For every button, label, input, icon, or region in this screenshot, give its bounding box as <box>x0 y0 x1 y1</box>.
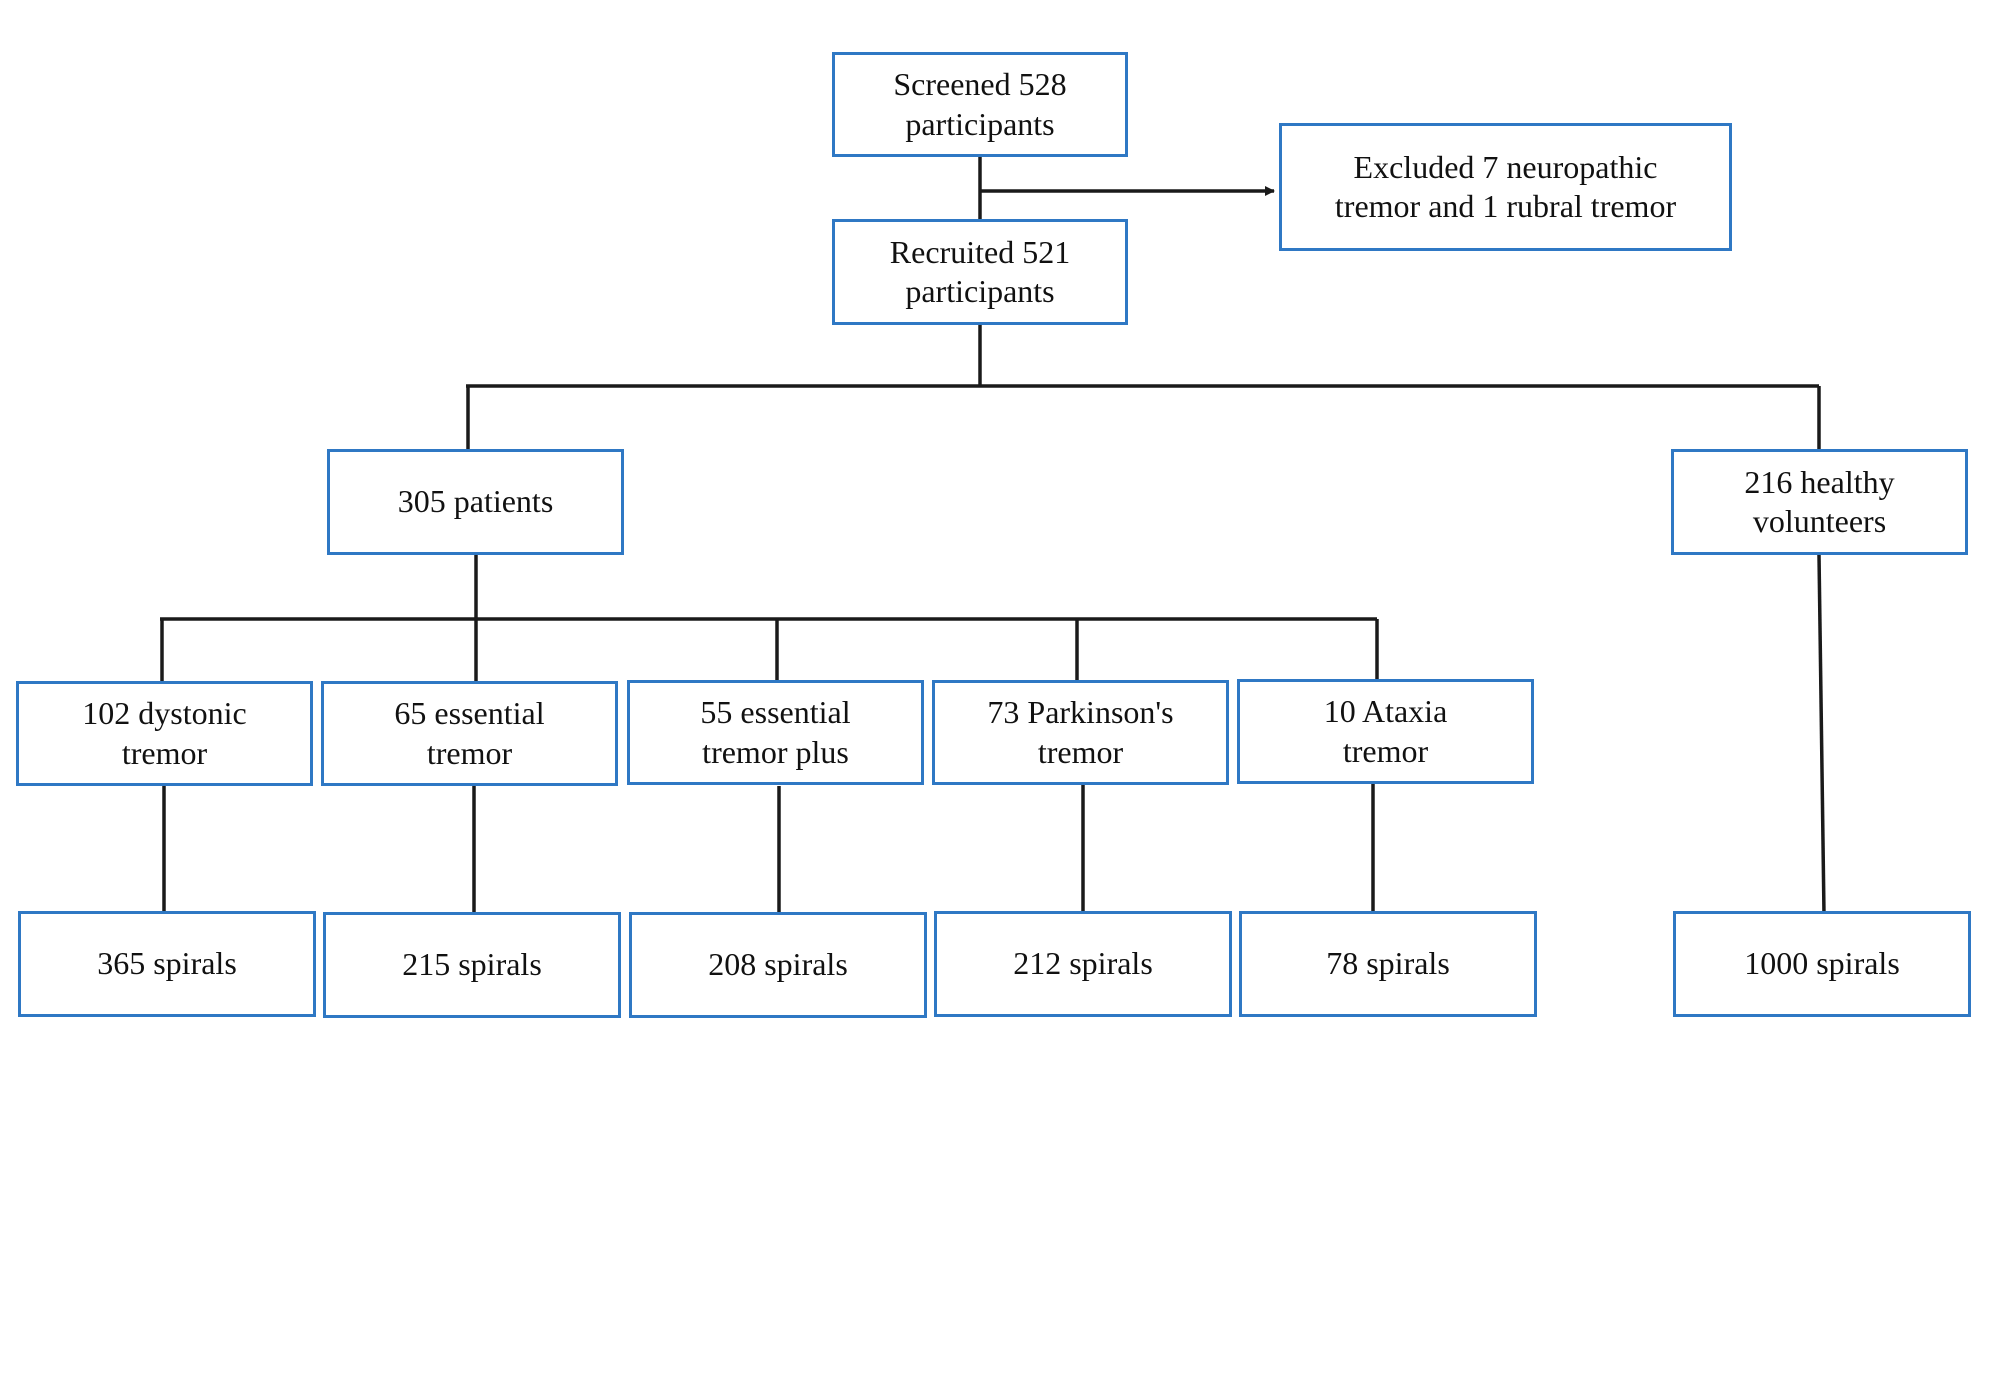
dystonic-tremor-box: 102 dystonic tremor <box>16 681 313 786</box>
spirals-ataxia-box: 78 spirals <box>1239 911 1537 1017</box>
spirals-essential-box: 215 spirals <box>323 912 621 1018</box>
spirals-parkinsons-box: 212 spirals <box>934 911 1232 1017</box>
parkinsons-tremor-box: 73 Parkinson's tremor <box>932 680 1229 785</box>
essential-tremor-box: 65 essential tremor <box>321 681 618 786</box>
connector-healthy-spirals <box>1817 554 1826 915</box>
essential-tremor-plus-box: 55 essential tremor plus <box>627 680 924 785</box>
spirals-essential-plus-box: 208 spirals <box>629 912 927 1018</box>
healthy-volunteers-box: 216 healthy volunteers <box>1671 449 1968 555</box>
spirals-healthy-box: 1000 spirals <box>1673 911 1971 1017</box>
patients-box: 305 patients <box>327 449 624 555</box>
ataxia-tremor-box: 10 Ataxia tremor <box>1237 679 1534 784</box>
recruited-box: Recruited 521 participants <box>832 219 1128 325</box>
screened-box: Screened 528 participants <box>832 52 1128 157</box>
spirals-dystonic-box: 365 spirals <box>18 911 316 1017</box>
excluded-box: Excluded 7 neuropathic tremor and 1 rubr… <box>1279 123 1732 251</box>
